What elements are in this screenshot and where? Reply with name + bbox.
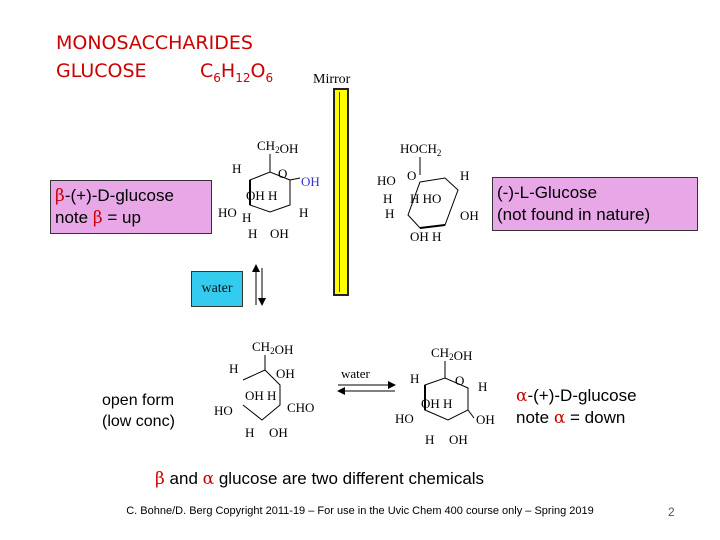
summary-rest: glucose are two different chemicals bbox=[214, 469, 485, 488]
water-arrow-label: water bbox=[341, 366, 371, 381]
beta-bh: H bbox=[248, 226, 257, 241]
vertical-equilibrium-arrows bbox=[252, 264, 266, 306]
open-form-line1: open form bbox=[102, 392, 175, 409]
beta-box-line2-pre: note bbox=[55, 208, 93, 227]
glucose-label: GLUCOSE bbox=[56, 60, 147, 82]
lglu-ho1: HO bbox=[377, 173, 396, 188]
alpha-symbol-2: α bbox=[553, 408, 566, 428]
lglu-ohh: OH H bbox=[410, 229, 441, 244]
l-glucose-box: (-)-L-Glucose (not found in nature) bbox=[492, 177, 698, 231]
l-glucose-structure: HOCH2 HO O H H HO H H OH OH H bbox=[377, 141, 479, 244]
open-bh: H bbox=[245, 425, 254, 440]
open-boh: OH bbox=[269, 425, 288, 440]
summary-alpha: α bbox=[202, 469, 215, 489]
beta-h1: H bbox=[232, 161, 241, 176]
alpha-glucose-note: α-(+)-D-glucose note α = down bbox=[516, 385, 637, 429]
water-box: water bbox=[191, 271, 243, 307]
alpha-note-line2-post: = down bbox=[565, 408, 626, 427]
open-form-structure: CH2OH H OH OH H CHO HO H OH bbox=[214, 339, 314, 440]
horizontal-water-arrow: water bbox=[337, 366, 396, 395]
beta-ch2oh: CH2OH bbox=[257, 138, 298, 156]
beta-ohh: OH H bbox=[246, 188, 277, 203]
alpha-h2: H bbox=[478, 379, 487, 394]
alpha-ch2oh: CH2OH bbox=[431, 345, 472, 363]
beta-symbol: β bbox=[55, 186, 65, 206]
molecular-formula: C6H12O6 bbox=[200, 60, 274, 85]
alpha-o: O bbox=[455, 373, 464, 388]
alpha-boh: OH bbox=[449, 432, 468, 447]
open-form-label: open form (low conc) bbox=[102, 390, 175, 432]
footer-credit: C. Bohne/D. Berg Copyright 2011-19 – For… bbox=[126, 505, 594, 517]
mirror-bar bbox=[333, 88, 349, 296]
lglu-hoch2: HOCH2 bbox=[400, 141, 441, 158]
alpha-oh: OH bbox=[476, 412, 495, 427]
alpha-ohh: OH H bbox=[421, 396, 452, 411]
lglu-h2: H bbox=[383, 191, 392, 206]
summary-beta: β bbox=[155, 469, 165, 489]
beta-symbol-2: β bbox=[92, 208, 103, 228]
beta-box-line2-post: = up bbox=[102, 208, 141, 227]
alpha-glucose-structure: CH2OH H O H OH H HO OH H OH bbox=[395, 345, 495, 447]
mirror-line bbox=[339, 92, 340, 292]
beta-ho: HO bbox=[218, 205, 237, 220]
beta-boh: OH bbox=[270, 226, 289, 241]
beta-box-line1: -(+)-D-glucose bbox=[64, 186, 174, 205]
page-number: 2 bbox=[668, 505, 675, 519]
l-box-line2: (not found in nature) bbox=[497, 205, 651, 224]
summary-and: and bbox=[164, 469, 203, 488]
alpha-note-line1: -(+)-D-glucose bbox=[527, 386, 637, 405]
lglu-o: O bbox=[407, 168, 416, 183]
alpha-note-line2-pre: note bbox=[516, 408, 554, 427]
lglu-h1: H bbox=[460, 168, 469, 183]
lglu-oh: OH bbox=[460, 208, 479, 223]
beta-glucose-structure: CH2OH H O OH OH H H HO H H OH bbox=[218, 138, 320, 241]
alpha-bh: H bbox=[425, 432, 434, 447]
open-cho: CHO bbox=[287, 400, 314, 415]
lglu-h3: H bbox=[385, 206, 394, 221]
alpha-ho: HO bbox=[395, 411, 414, 426]
alpha-symbol: α bbox=[516, 386, 528, 406]
beta-h3: H bbox=[242, 210, 251, 225]
beta-o: O bbox=[278, 166, 287, 181]
summary-text: β and α glucose are two different chemic… bbox=[155, 468, 484, 490]
open-ohh: OH H bbox=[245, 388, 276, 403]
beta-oh-blue: OH bbox=[301, 174, 320, 189]
open-form-line2: (low conc) bbox=[102, 413, 175, 430]
open-h1: H bbox=[229, 361, 238, 376]
lglu-hho: H HO bbox=[410, 191, 441, 206]
open-oh1: OH bbox=[276, 366, 295, 381]
mirror-label: Mirror bbox=[313, 72, 351, 87]
alpha-h1: H bbox=[410, 371, 419, 386]
open-ho: HO bbox=[214, 403, 233, 418]
beta-h2: H bbox=[299, 205, 308, 220]
slide-title: MONOSACCHARIDES bbox=[56, 32, 253, 54]
beta-glucose-box: β-(+)-D-glucose note β = up bbox=[50, 180, 212, 234]
l-box-line1: (-)-L-Glucose bbox=[497, 183, 598, 202]
open-ch2oh: CH2OH bbox=[252, 339, 293, 357]
